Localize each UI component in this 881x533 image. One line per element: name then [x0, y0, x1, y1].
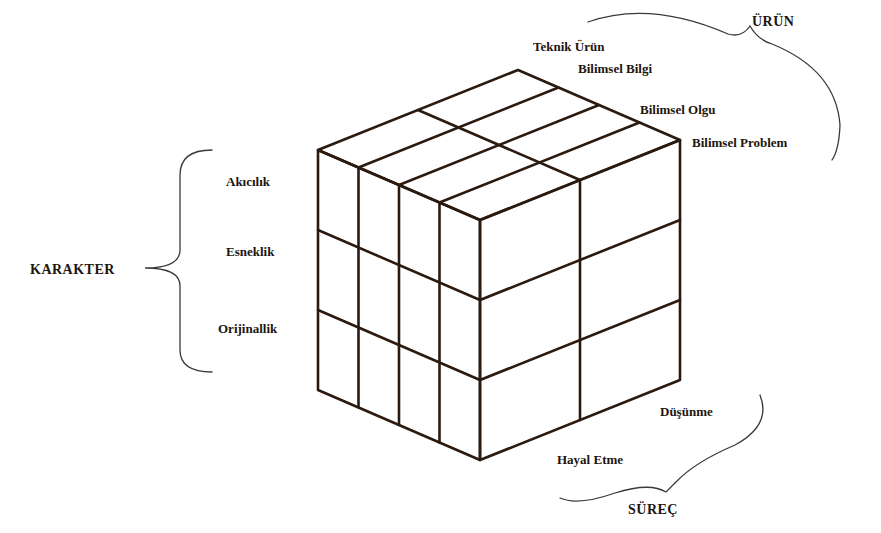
axis-item: Düşünme	[660, 404, 713, 419]
curly-bracket	[145, 150, 212, 372]
axis-item: Bilimsel Problem	[692, 135, 787, 150]
curly-bracket	[560, 395, 763, 501]
axis-item: Orijinallik	[218, 321, 277, 336]
axis-item: Akıcılık	[226, 174, 270, 189]
axis-title: SÜREÇ	[628, 502, 678, 517]
axis-item: Bilimsel Bilgi	[578, 61, 652, 76]
axis-item: Hayal Etme	[557, 452, 623, 467]
cube-top-face	[318, 70, 680, 220]
grid-line	[418, 110, 580, 180]
axis-title: KARAKTER	[30, 262, 115, 277]
grid-line	[399, 105, 599, 185]
axis-item: Teknik Ürün	[533, 39, 604, 54]
grid-line	[480, 300, 680, 380]
axis-title: ÜRÜN	[752, 14, 794, 29]
cube-right-face	[480, 140, 680, 460]
axis-item: Esneklik	[226, 244, 274, 259]
grid-line	[579, 180, 582, 420]
grid-line	[318, 230, 480, 300]
grid-line	[318, 310, 480, 380]
curly-bracket	[588, 13, 840, 160]
axis-item: Bilimsel Olgu	[640, 102, 715, 117]
grid-line	[398, 185, 401, 425]
grid-line	[480, 220, 680, 300]
grid-line	[357, 168, 360, 408]
grid-line	[438, 203, 441, 443]
